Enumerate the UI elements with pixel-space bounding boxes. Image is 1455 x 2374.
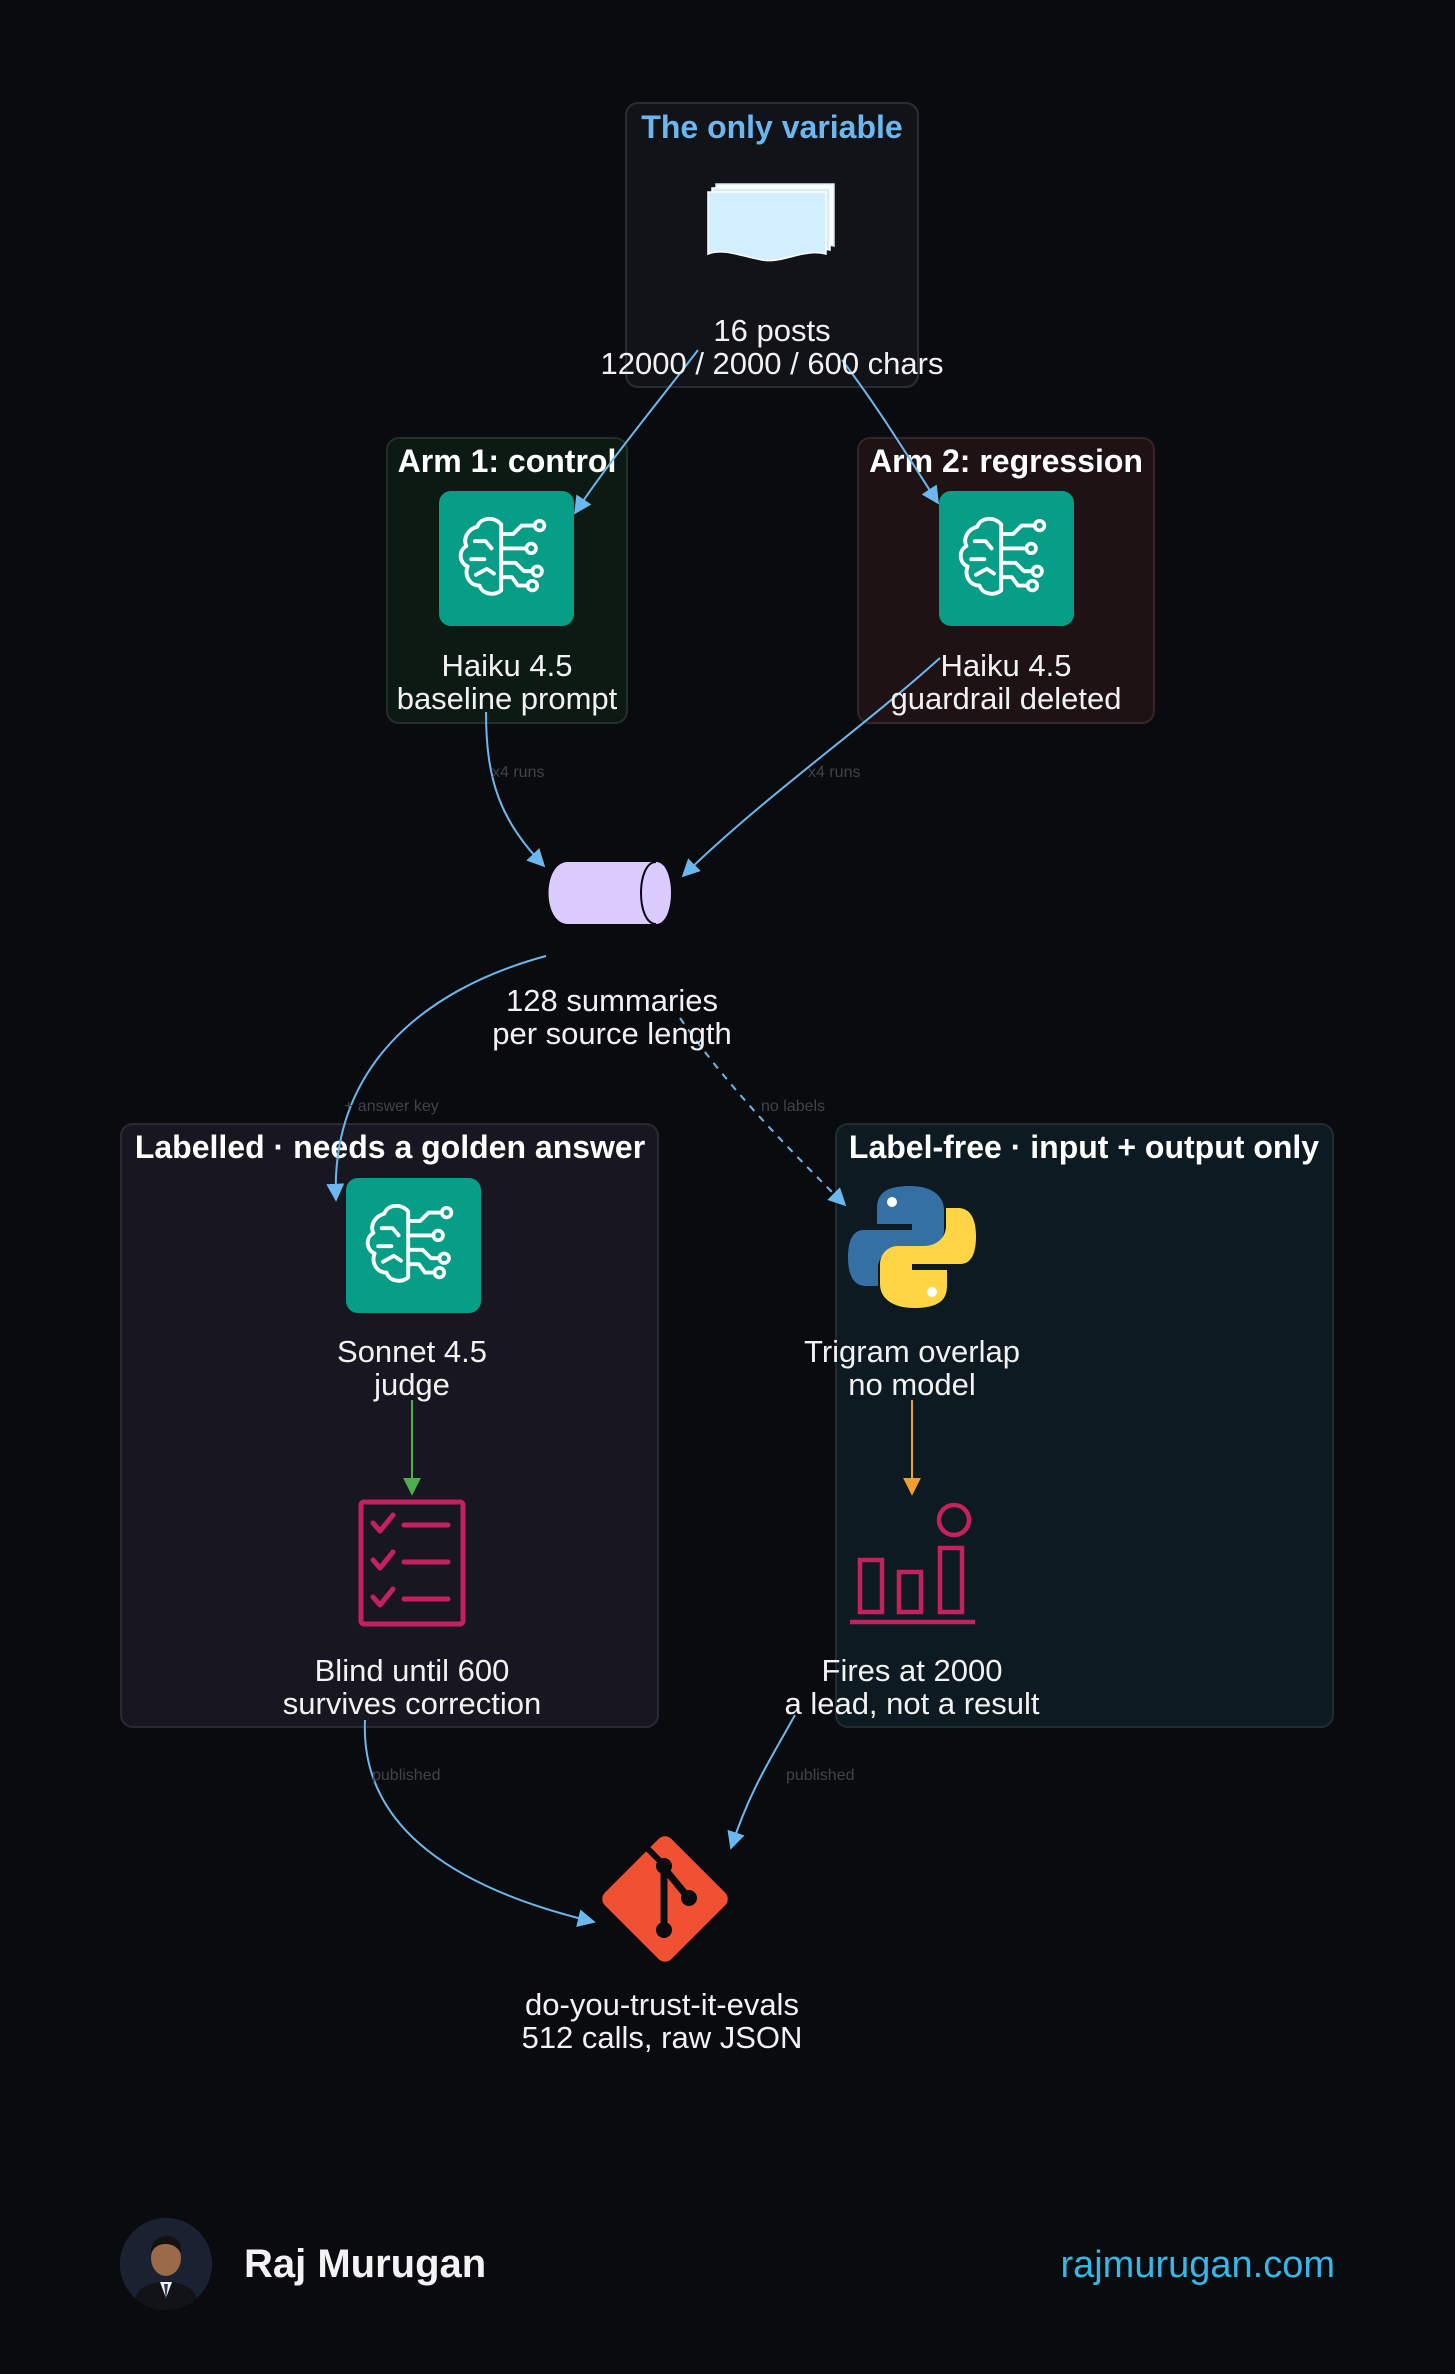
edge-label-x4-right: x4 runs: [808, 764, 860, 781]
node-fires-line2: a lead, not a result: [784, 1686, 1039, 1721]
node-sonnet-line2: judge: [373, 1367, 450, 1402]
bedrock-brain-icon: [939, 491, 1074, 626]
edge-blind-to-repo: published: [363, 1719, 596, 1927]
edge-posts-to-regression: [841, 359, 939, 505]
edge-label-published-left: published: [372, 1767, 441, 1784]
node-repo: do-you-trust-it-evals 512 calls, raw JSO…: [522, 1836, 803, 2055]
node-posts: 16 posts 12000 / 2000 / 600 chars: [601, 183, 944, 381]
footer: Raj Murugan rajmurugan.com: [0, 2218, 1455, 2310]
avatar[interactable]: [120, 2218, 212, 2310]
edge-fires-to-repo: published: [727, 1714, 855, 1850]
node-fires: Fires at 2000 a lead, not a result: [784, 1502, 1040, 1721]
node-trigram-line1: Trigram overlap: [804, 1334, 1020, 1369]
node-haiku-regression-line1: Haiku 4.5: [941, 648, 1072, 683]
bedrock-brain-icon: [439, 491, 574, 626]
cluster-labelled: Labelled · needs a golden answer: [120, 1123, 659, 1728]
cluster-title-labelled: Labelled · needs a golden answer: [135, 1129, 645, 1165]
node-sonnet: Sonnet 4.5 judge: [337, 1178, 487, 1402]
node-repo-line1: do-you-trust-it-evals: [525, 1987, 799, 2022]
edge-control-to-summaries: x4 runs: [485, 711, 546, 868]
node-haiku-regression: Haiku 4.5 guardrail deleted: [891, 491, 1122, 716]
cluster-title-label-free: Label-free · input + output only: [849, 1129, 1319, 1165]
database-cylinder-icon: [548, 861, 671, 925]
node-haiku-control-line2: baseline prompt: [397, 681, 618, 716]
edge-label-x4-left: x4 runs: [492, 764, 544, 781]
node-haiku-control-line1: Haiku 4.5: [442, 648, 573, 683]
edge-label-no-labels: no labels: [761, 1098, 825, 1115]
node-haiku-control: Haiku 4.5 baseline prompt: [397, 491, 618, 716]
avatar-portrait-icon: [120, 2218, 212, 2310]
node-haiku-regression-line2: guardrail deleted: [891, 681, 1122, 716]
bedrock-brain-icon: [346, 1178, 481, 1313]
cluster-title-arm1: Arm 1: control: [398, 443, 617, 479]
node-posts-line2: 12000 / 2000 / 600 chars: [601, 346, 944, 381]
node-blind-line2: survives correction: [283, 1686, 541, 1721]
node-fires-line1: Fires at 2000: [822, 1653, 1003, 1688]
edge-regression-to-summaries: x4 runs: [681, 657, 941, 878]
checklist-icon: [358, 1499, 466, 1627]
node-blind: Blind until 600 survives correction: [283, 1499, 541, 1721]
edge-posts-to-control: [574, 349, 699, 515]
author-name: Raj Murugan: [244, 2242, 487, 2286]
node-trigram-line2: no model: [848, 1367, 976, 1402]
edge-label-published-right: published: [786, 1767, 855, 1784]
node-summaries: 128 summaries per source length: [492, 861, 732, 1051]
edge-label-answer-key: + answer key: [344, 1098, 439, 1115]
git-logo-icon: [602, 1836, 728, 1962]
edge-summaries-to-sonnet: + answer key: [326, 955, 547, 1202]
node-trigram: Trigram overlap no model: [804, 1186, 1020, 1402]
node-repo-line2: 512 calls, raw JSON: [522, 2020, 803, 2055]
bar-chart-icon: [850, 1502, 975, 1625]
cluster-title-variable: The only variable: [641, 109, 902, 145]
node-summaries-line1: 128 summaries: [506, 983, 718, 1018]
node-blind-line1: Blind until 600: [315, 1653, 510, 1688]
edge-summaries-to-trigram: no labels: [679, 1017, 847, 1207]
cluster-title-arm2: Arm 2: regression: [869, 443, 1143, 479]
node-posts-line1: 16 posts: [713, 313, 830, 348]
node-sonnet-line1: Sonnet 4.5: [337, 1334, 487, 1369]
python-logo-icon: [848, 1186, 976, 1308]
site-link[interactable]: rajmurugan.com: [1060, 2244, 1335, 2286]
node-summaries-line2: per source length: [492, 1016, 732, 1051]
documents-icon: [707, 183, 835, 262]
